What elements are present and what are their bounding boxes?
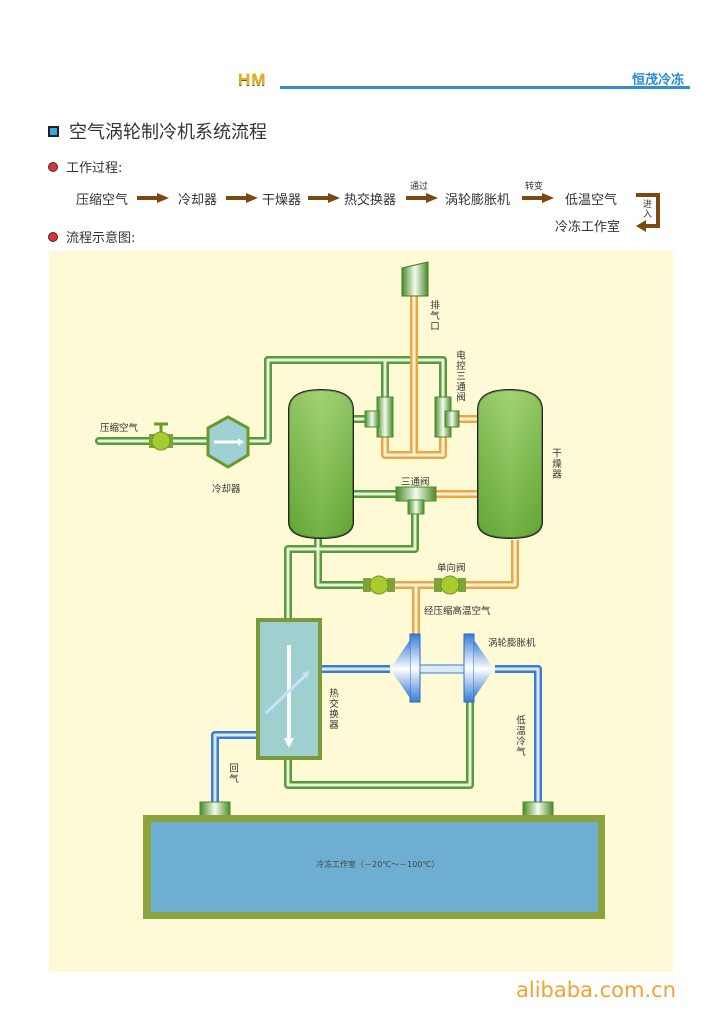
flow-step: 压缩空气 [76,193,129,208]
cold-room [143,801,605,919]
check-valve-right-icon [434,575,466,595]
red-dot-icon [48,231,58,242]
exhaust-stack-icon [401,261,429,297]
flow-arrow-icon [308,193,340,203]
flow-arrow-icon [137,193,169,203]
label-cold-room: 冷冻工作室（－20℃～－100℃） [316,860,440,869]
flow-step: 涡轮膨胀机 [445,193,511,208]
label-electric-valve: 电控三通阀 [454,350,465,403]
label-three-way-valve: 三通阀 [401,477,430,488]
flow-step: 低温空气 [565,193,618,208]
dryer-tank-right [477,388,543,540]
label-turbo-expander: 涡轮膨胀机 [488,638,536,649]
hm-logo: HM [238,70,267,89]
flow-arrow-icon [226,193,258,203]
label-check-valve: 单向阀 [437,563,466,574]
flow-step: 干燥器 [262,193,302,208]
flow-arrow-icon [522,193,554,203]
brand-name: 恒茂冷冻 [632,73,685,88]
label-cooler: 冷却器 [212,484,241,495]
process-flow: 压缩空气 冷却器 干燥器 热交换器 通过 涡轮膨胀机 转变 低温空气 进入 冷冻… [0,0,723,240]
diagram-label: 流程示意图: [66,231,136,246]
flow-step: 冷冻工作室 [555,220,621,235]
label-hot-compressed-air: 经压缩高温空气 [424,606,491,617]
dryer-tank-left [288,388,354,540]
watermark: alibaba.com.cn [516,978,676,1002]
label-return-air: 回气 [227,763,238,784]
header-rule [280,86,690,89]
work-process-heading: 工作过程: [48,157,122,176]
label-cold-air: 低温冷气 [514,715,525,757]
label-heat-exchanger: 热交换器 [327,688,338,730]
section-title: 空气涡轮制冷机系统流程 [48,118,267,144]
diagram-heading: 流程示意图: [48,227,135,246]
flow-step: 冷却器 [178,193,218,208]
check-valve-left-icon [363,575,395,595]
orange-pipes [381,295,519,640]
red-dot-icon [48,161,58,172]
flow-turn-arrow-icon [636,193,660,232]
section-title-text: 空气涡轮制冷机系统流程 [69,122,267,143]
flow-connector-label: 进入 [643,200,653,220]
label-dryer: 干燥器 [550,448,561,480]
cooler-icon [206,415,250,469]
label-exhaust: 排气口 [428,300,439,332]
work-process-label: 工作过程: [66,161,123,176]
three-way-valve-icon [395,486,437,502]
flow-step: 热交换器 [344,193,397,208]
flow-connector-label: 通过 [410,182,429,192]
heat-exchanger-icon [256,618,322,760]
label-compressed-air: 压缩空气 [100,423,139,434]
flow-connector-label: 转变 [525,182,544,192]
inlet-valve-icon [149,422,173,451]
flow-arrow-icon [406,193,438,203]
turbo-expander-icon [390,633,494,703]
square-bullet-icon [48,125,59,137]
